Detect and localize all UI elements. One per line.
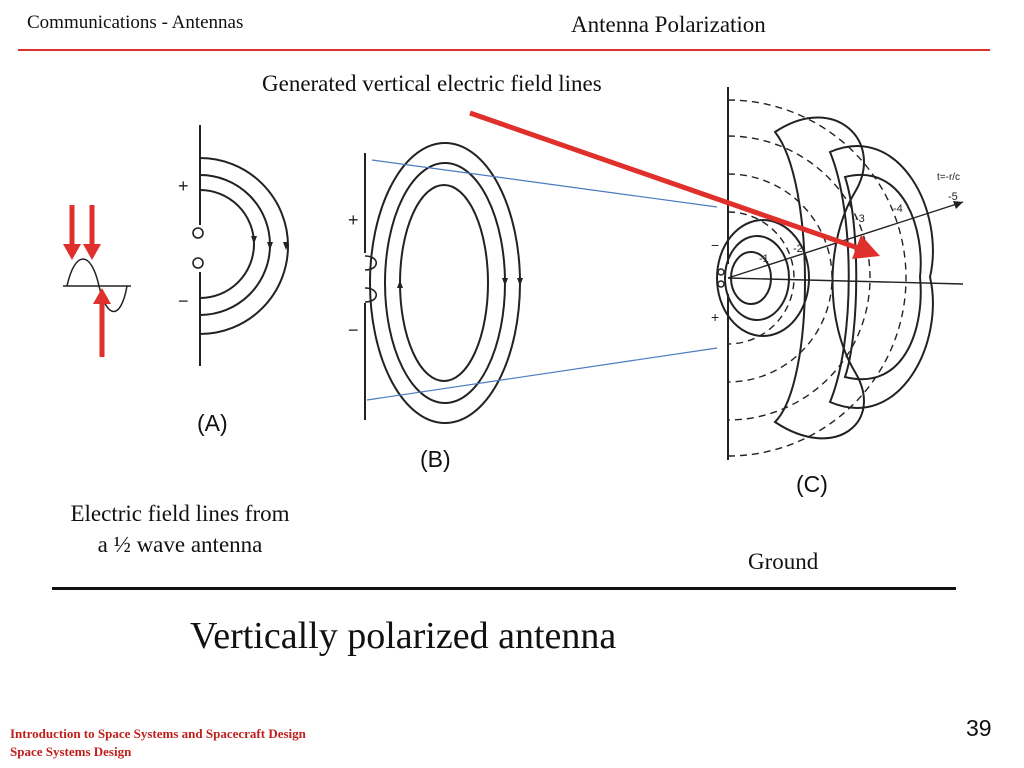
page-title: Antenna Polarization xyxy=(571,12,766,37)
header-section: Communications - Antennas xyxy=(27,12,244,33)
plus-sign: + xyxy=(348,210,359,230)
figure-b-label: (B) xyxy=(420,446,451,472)
header-divider xyxy=(18,49,990,51)
sine-curve xyxy=(66,258,128,313)
caption-line-1: Electric field lines from xyxy=(70,501,290,526)
radial-ray xyxy=(727,201,964,279)
wavefront-label: -2 xyxy=(793,243,803,255)
field-arrow xyxy=(397,280,403,288)
connector-line xyxy=(371,159,718,208)
field-arrow xyxy=(251,236,257,244)
minus-sign: − xyxy=(348,320,359,340)
field-line xyxy=(773,116,865,440)
figure-c-label: (C) xyxy=(796,471,828,497)
ground-line xyxy=(52,587,956,590)
wavefront-label: -1 xyxy=(759,253,769,265)
footer-course-title: Introduction to Space Systems and Spacec… xyxy=(10,726,306,741)
field-line xyxy=(843,174,922,381)
plus-sign: + xyxy=(711,309,719,325)
radial-ray xyxy=(727,277,964,285)
up-arrow-icon xyxy=(93,288,111,357)
caption-line-2: a ½ wave antenna xyxy=(97,532,263,557)
down-arrow-icon xyxy=(63,205,81,260)
field-loop xyxy=(724,235,790,321)
field-arrow xyxy=(283,242,289,250)
wavefront xyxy=(727,173,833,383)
field-arrow xyxy=(517,278,523,286)
feed-point xyxy=(192,257,204,269)
sine-wave-diagram xyxy=(63,205,131,357)
figure-c-diagram: − + -1 -2 -3 -4 -5 t=-r/c xyxy=(711,87,964,460)
main-title: Vertically polarized antenna xyxy=(190,615,617,657)
page-number: 39 xyxy=(966,715,992,741)
field-loop xyxy=(716,219,810,337)
wavefront-label: -4 xyxy=(893,203,903,215)
wavefront xyxy=(727,135,871,421)
minus-sign: − xyxy=(711,237,719,253)
minus-sign: − xyxy=(178,291,189,311)
figure-a-diagram: + − xyxy=(178,125,289,366)
connector-line xyxy=(366,347,718,401)
figure-a-label: (A) xyxy=(197,410,228,436)
field-arrow xyxy=(502,278,508,286)
feed-point xyxy=(192,227,204,239)
wavefront-label: -3 xyxy=(855,213,865,225)
wavefront-label: t=-r/c xyxy=(937,172,960,183)
red-pointer-arrow-icon xyxy=(469,110,880,259)
field-arrow xyxy=(267,242,273,250)
generated-field-label: Generated vertical electric field lines xyxy=(262,71,602,96)
field-line xyxy=(828,145,934,409)
wavefront-label: -5 xyxy=(948,191,958,203)
wavefront xyxy=(727,211,795,345)
ray-arrow xyxy=(953,201,963,209)
wavefront xyxy=(727,99,907,457)
field-line xyxy=(199,157,289,335)
figure-b-diagram: + − xyxy=(348,142,523,424)
plus-sign: + xyxy=(178,176,189,196)
down-arrow-icon xyxy=(83,205,101,260)
footer-subtitle: Space Systems Design xyxy=(10,744,132,759)
feed-loop xyxy=(364,255,378,271)
ground-label: Ground xyxy=(748,549,819,574)
feed-loop xyxy=(364,287,378,303)
